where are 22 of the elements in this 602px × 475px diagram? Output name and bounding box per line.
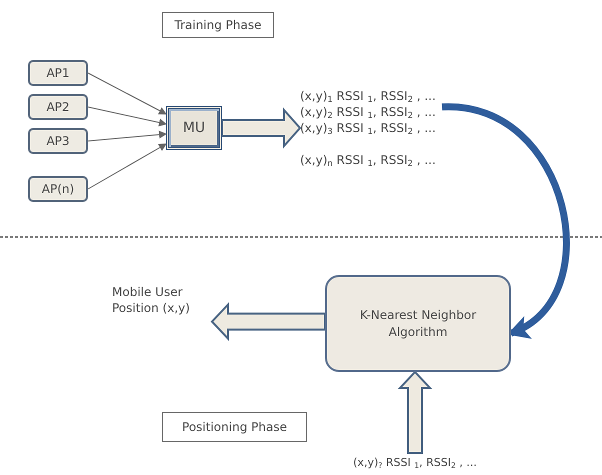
access-point-box: AP(n) [28, 176, 88, 202]
block-arrow [398, 370, 432, 454]
phase-label: Positioning Phase [162, 412, 307, 442]
block-arrow [221, 107, 302, 149]
arrow [88, 144, 167, 190]
query-text: (x,y)$_{?}$ RSSI $_{1}$, RSSI$_{2}$ , ... [353, 456, 477, 470]
arrow [88, 130, 167, 142]
output-text: Mobile User Position (x,y) [112, 284, 191, 316]
phase-label: Training Phase [162, 12, 274, 38]
mobile-unit-box: MU [166, 106, 222, 150]
arrow [88, 72, 167, 114]
fingerprint-entry: (x,y)$_{1}$ RSSI $_{1}$, RSSI$_{2}$ , ... [300, 88, 436, 104]
curved-arrow [442, 103, 570, 336]
fingerprint-entry: (x,y)$_{n}$ RSSI $_{1}$, RSSI$_{2}$ , ... [300, 152, 436, 168]
access-point-box: AP1 [28, 60, 88, 86]
algorithm-box: K-Nearest Neighbor Algorithm [325, 275, 511, 372]
fingerprint-entry: (x,y)$_{2}$ RSSI $_{1}$, RSSI$_{2}$ , ... [300, 104, 436, 120]
access-point-box: AP3 [28, 128, 88, 154]
block-arrow [210, 302, 326, 342]
fingerprint-entry: (x,y)$_{3}$ RSSI $_{1}$, RSSI$_{2}$ , ... [300, 120, 436, 136]
access-point-box: AP2 [28, 94, 88, 120]
arrow [88, 106, 167, 126]
